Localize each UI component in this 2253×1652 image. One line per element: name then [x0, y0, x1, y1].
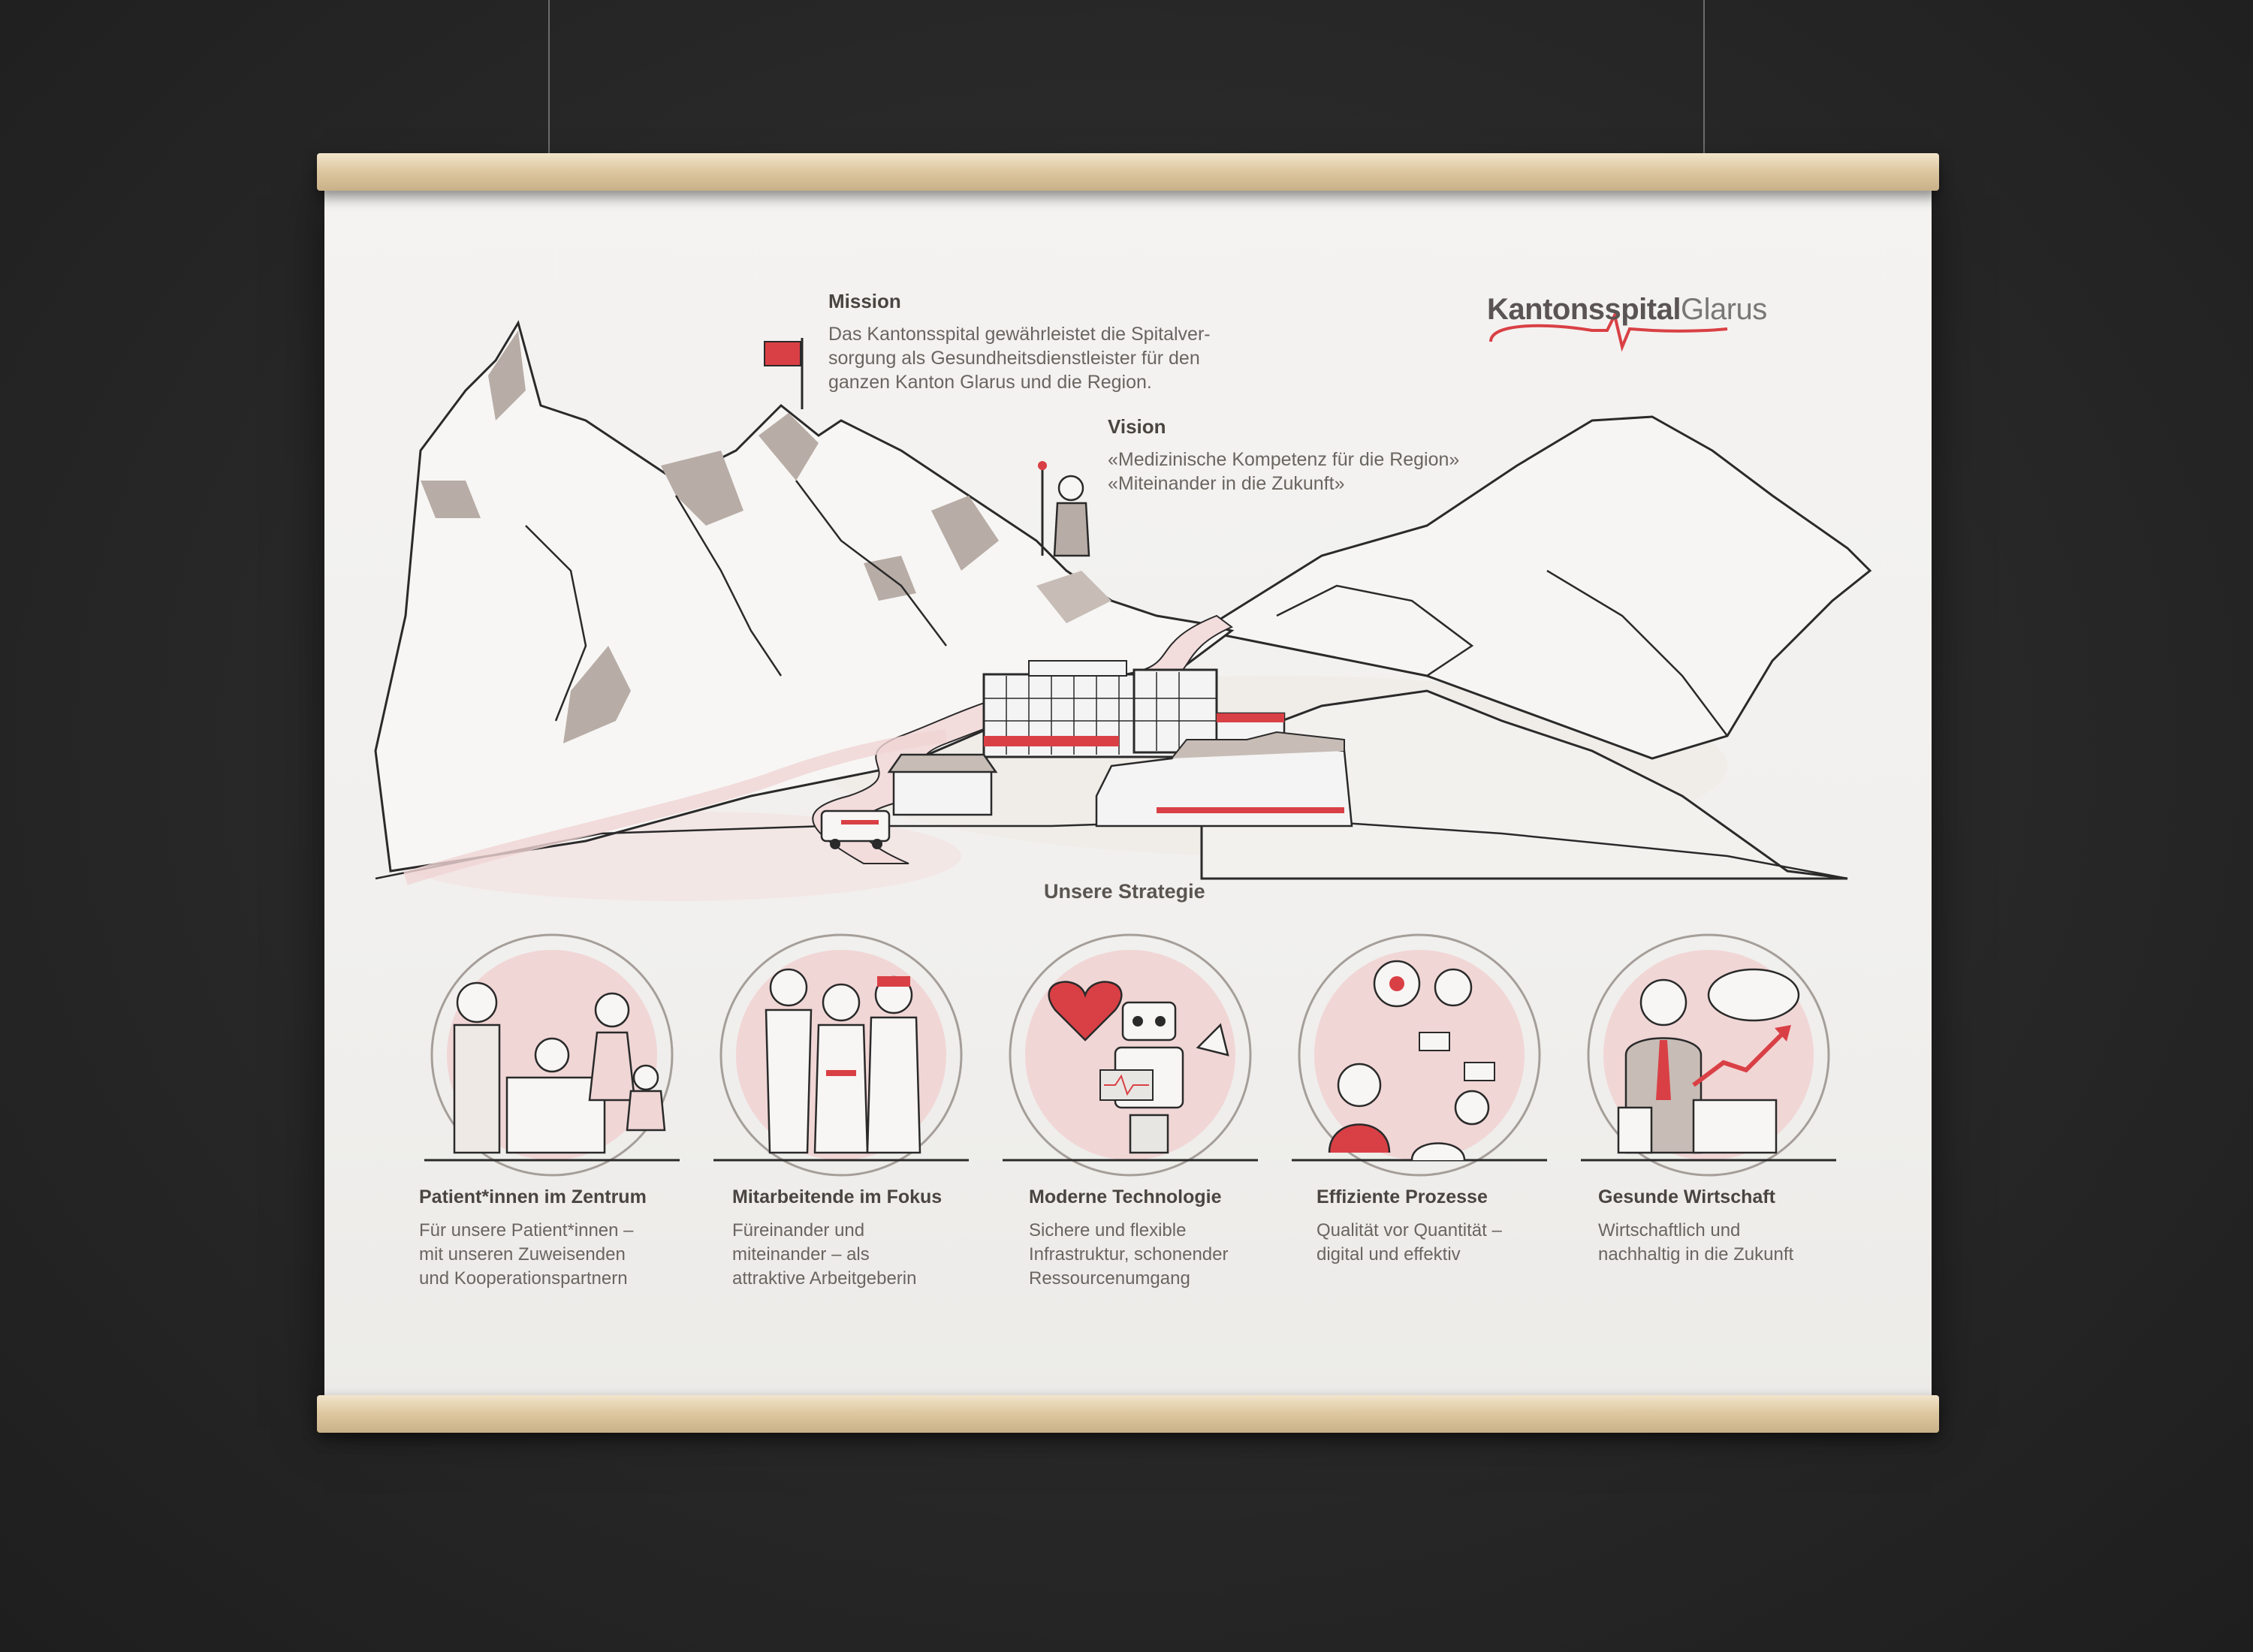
strategy-card-line: Sichere und flexible [1029, 1220, 1187, 1241]
strategy-card-processes: Effiziente Prozesse Qualität vor Quantit… [1317, 1186, 1587, 1267]
strategy-card-heading: Mitarbeitende im Fokus [732, 1186, 943, 1207]
vision-line: «Miteinander in die Zukunft» [1108, 473, 1345, 494]
strategy-card-line: Für unsere Patient*innen – [419, 1220, 634, 1241]
hiker-figure [1038, 461, 1090, 557]
logo-heartbeat-swoosh [1489, 311, 1728, 352]
poster-rod-top [317, 153, 1939, 191]
poster-rod-bottom [317, 1395, 1939, 1433]
mountain-left [374, 320, 1235, 873]
strategy-card-line: Füreinander und [732, 1220, 865, 1241]
strategy-card-heading: Moderne Technologie [1029, 1186, 1222, 1207]
mission-text: Das Kantonsspital gewährleistet die Spit… [828, 322, 1211, 394]
kantonsspital-glarus-logo: KantonsspitalGlarus [1487, 293, 1767, 327]
mission-line: Das Kantonsspital gewährleistet die Spit… [828, 324, 1211, 345]
mission-heading: Mission [828, 290, 901, 312]
logo-text-glarus: Glarus [1680, 293, 1767, 326]
mission-block: Mission Das Kantonsspital gewährleistet … [828, 290, 1211, 394]
hanging-wire-left [548, 0, 550, 158]
vision-block: Vision «Medizinische Kompetenz für die R… [1108, 415, 1459, 496]
mountain-right [1199, 415, 1872, 760]
strategy-medallions [424, 933, 1836, 1177]
strategy-card-staff: Mitarbeitende im Fokus Füreinander und m… [732, 1186, 1003, 1291]
logo-text-kantonsspital: Kantonsspital [1487, 293, 1681, 326]
strategy-card-line: und Kooperationspartnern [419, 1268, 628, 1289]
hospital-complex [820, 660, 1353, 849]
strategy-card-line: nachhaltig in die Zukunft [1598, 1244, 1794, 1265]
hanging-wire-right [1703, 0, 1705, 158]
strategy-card-line: Infrastruktur, schonender [1029, 1244, 1229, 1265]
strategy-card-line: Ressourcenumgang [1029, 1268, 1190, 1289]
strategy-card-line: attraktive Arbeitgeberin [732, 1268, 917, 1289]
vision-heading: Vision [1108, 415, 1166, 438]
strategy-card-heading: Gesunde Wirtschaft [1598, 1186, 1775, 1207]
vision-line: «Medizinische Kompetenz für die Region» [1108, 449, 1460, 470]
strategy-card-technology: Moderne Technologie Sichere und flexible… [1029, 1186, 1299, 1291]
strategy-card-heading: Effiziente Prozesse [1317, 1186, 1488, 1207]
strategy-card-line: Wirtschaftlich und [1598, 1220, 1741, 1241]
strategy-card-line: digital und effektiv [1317, 1244, 1461, 1265]
strategy-card-line: miteinander – als [732, 1244, 870, 1265]
strategy-card-heading: Patient*innen im Zentrum [419, 1186, 647, 1207]
strategy-card-line: mit unseren Zuweisenden [419, 1244, 626, 1265]
vision-text: «Medizinische Kompetenz für die Region» … [1108, 448, 1459, 496]
mission-line: sorgung als Gesundheitsdienstleister für… [828, 348, 1200, 369]
mission-line: ganzen Kanton Glarus und die Region. [828, 372, 1152, 393]
ridge-right [1200, 689, 1848, 880]
strategy-card-economy: Gesunde Wirtschaft Wirtschaftlich und na… [1598, 1186, 1868, 1267]
strategy-title: Unsere Strategie [1044, 880, 1205, 903]
summit-flag [764, 341, 801, 366]
strategy-card-patients: Patient*innen im Zentrum Für unsere Pati… [419, 1186, 689, 1291]
strategy-card-line: Qualität vor Quantität – [1317, 1220, 1502, 1241]
